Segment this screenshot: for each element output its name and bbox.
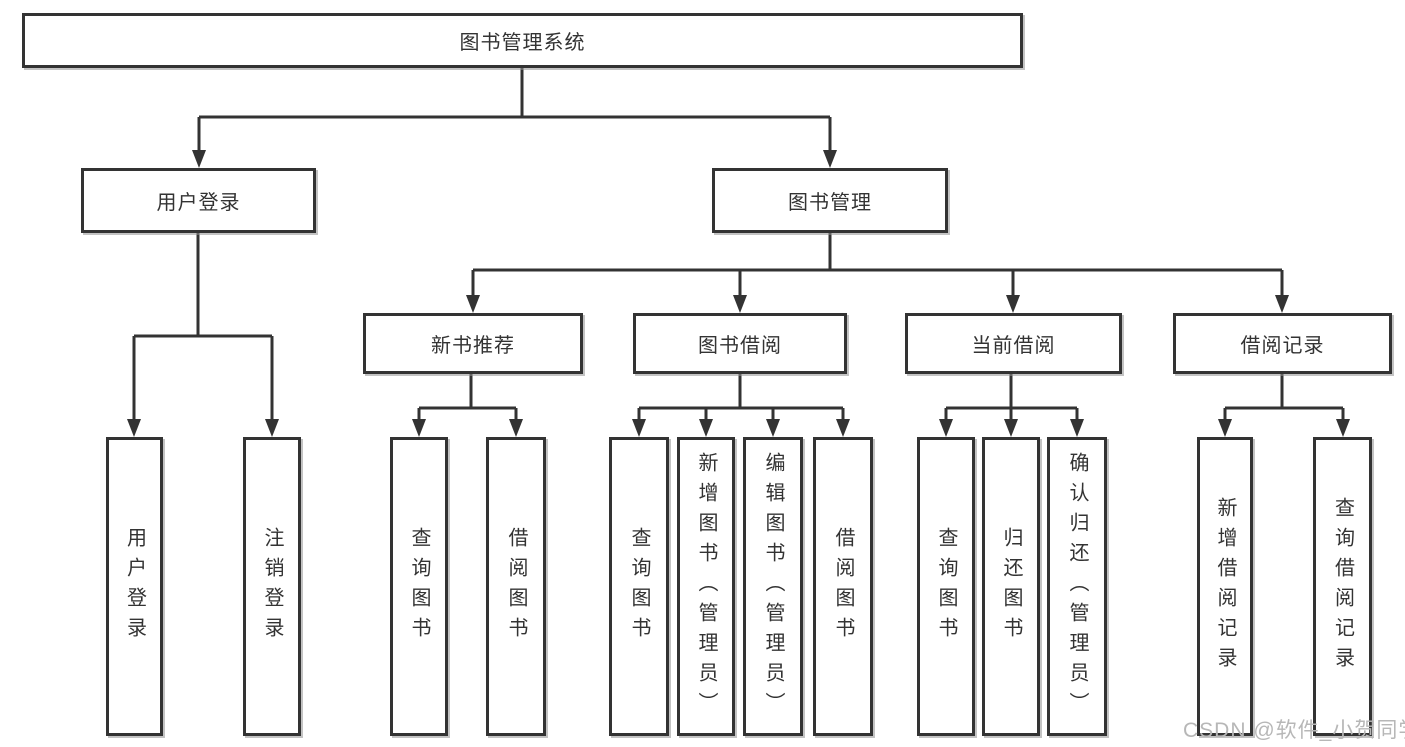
node-query-books-3: 查询图书 xyxy=(917,437,975,736)
node-edit-books-admin: 编辑图书（管理员） xyxy=(743,437,803,736)
node-query-books-2: 查询图书 xyxy=(609,437,669,736)
node-borrow-books-2: 借阅图书 xyxy=(813,437,873,736)
node-book-management: 图书管理 xyxy=(712,168,948,233)
node-current-borrowing: 当前借阅 xyxy=(905,313,1122,374)
node-library-management-system: 图书管理系统 xyxy=(22,13,1023,68)
node-confirm-return-admin: 确认归还（管理员） xyxy=(1047,437,1107,736)
node-borrowing-records: 借阅记录 xyxy=(1173,313,1392,374)
node-borrow-books-1: 借阅图书 xyxy=(486,437,546,736)
node-new-book-recommendation: 新书推荐 xyxy=(363,313,583,374)
node-add-books-admin: 新增图书（管理员） xyxy=(677,437,735,736)
node-user-login: 用户登录 xyxy=(81,168,316,233)
node-book-borrowing: 图书借阅 xyxy=(633,313,847,374)
node-logout-leaf: 注销登录 xyxy=(243,437,301,736)
node-query-books-1: 查询图书 xyxy=(390,437,448,736)
arrowheads xyxy=(127,150,1350,437)
csdn-watermark: CSDN @软件_小贺同学 xyxy=(1183,719,1405,742)
node-user-login-leaf: 用户登录 xyxy=(106,437,163,736)
node-add-borrow-record: 新增借阅记录 xyxy=(1197,437,1253,736)
node-query-borrow-record: 查询借阅记录 xyxy=(1313,437,1372,736)
node-return-books: 归还图书 xyxy=(982,437,1040,736)
